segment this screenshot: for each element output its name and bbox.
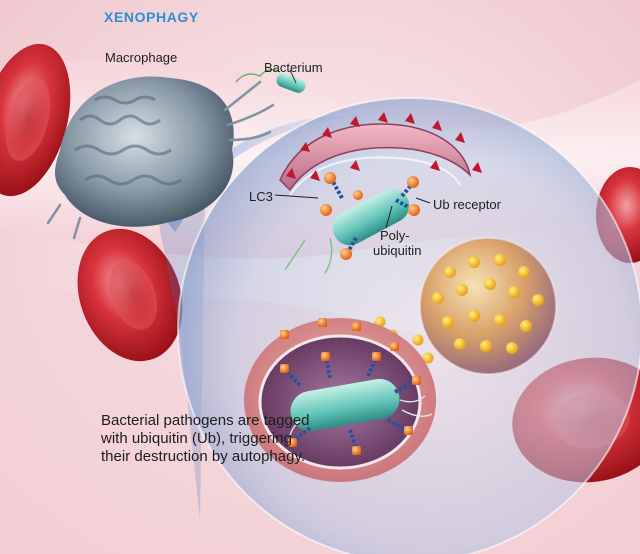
bacterium-engulfed bbox=[289, 378, 433, 443]
red-blood-cell-lower-left bbox=[77, 228, 183, 362]
figure-title: XENOPHAGY bbox=[104, 9, 199, 25]
polyubiquitin-label-line2: ubiquitin bbox=[373, 243, 422, 258]
bacterium-leader-line bbox=[289, 69, 297, 84]
lysosome-enzymes bbox=[432, 254, 544, 354]
lc3-markers bbox=[286, 112, 482, 181]
zoom-circle bbox=[178, 98, 640, 554]
bacterium-label: Bacterium bbox=[264, 60, 323, 75]
phagophore-lc3-membrane bbox=[279, 123, 472, 196]
ub-receptor-label: Ub receptor bbox=[433, 197, 501, 212]
bacterium-free bbox=[235, 69, 306, 93]
autophagosome-surface-ub bbox=[280, 318, 399, 351]
bacterium-tagged bbox=[284, 188, 410, 274]
lc3-label: LC3 bbox=[249, 189, 273, 204]
polyubiquitin-chains-engulfed bbox=[280, 352, 421, 455]
zoom-circle-rim bbox=[177, 97, 640, 554]
macrophage-cell bbox=[46, 76, 275, 240]
leader-lines bbox=[274, 194, 431, 229]
macrophage-label: Macrophage bbox=[105, 50, 178, 65]
polyubiquitin-chains-top bbox=[320, 172, 420, 260]
caption: Bacterial pathogens are tagged with ubiq… bbox=[101, 412, 310, 465]
lysosome bbox=[419, 237, 557, 375]
polyubiquitin-label-line1: Poly- bbox=[380, 228, 410, 243]
red-blood-cell-left bbox=[0, 43, 71, 197]
